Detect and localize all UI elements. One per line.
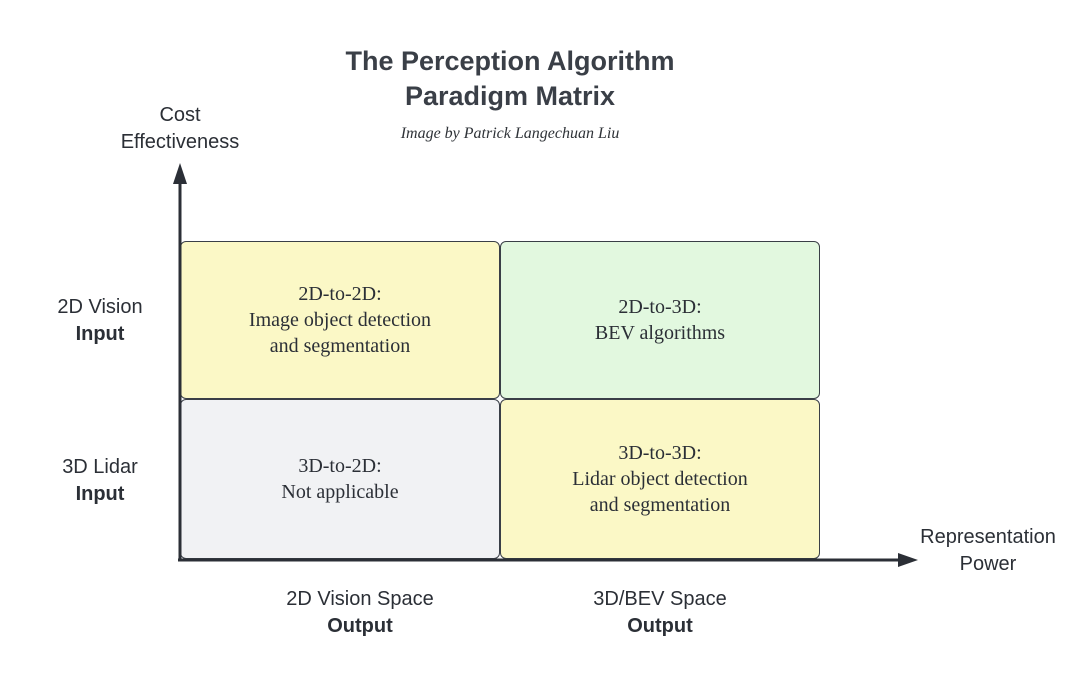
cell-3d-to-3d: 3D-to-3D: Lidar object detection and seg… <box>500 399 820 559</box>
column-label-text: 2D Vision Space <box>286 588 434 610</box>
row-label-2d-vision-input: 2D Vision Input <box>30 294 170 348</box>
column-label-3d-bev-output: 3D/BEV Space Output <box>540 586 780 640</box>
y-axis-label-line-1: Cost <box>159 104 201 126</box>
cell-line: and segmentation <box>589 494 731 516</box>
cell-3d-to-2d: 3D-to-2D: Not applicable <box>180 399 500 559</box>
title-line-1: The Perception Algorithm <box>345 46 675 76</box>
cell-text: 3D-to-3D: Lidar object detection and seg… <box>572 440 747 518</box>
cell-2d-to-3d: 2D-to-3D: BEV algorithms <box>500 241 820 399</box>
x-axis-label: Representation Power <box>898 524 1078 578</box>
cell-text: 2D-to-3D: BEV algorithms <box>595 294 725 346</box>
row-label-3d-lidar-input: 3D Lidar Input <box>30 454 170 508</box>
y-axis-label: Cost Effectiveness <box>100 102 260 156</box>
cell-heading: 2D-to-2D: <box>298 283 382 305</box>
x-axis-label-line-1: Representation <box>920 526 1056 548</box>
column-label-subtext: Output <box>327 615 393 637</box>
cell-line: BEV algorithms <box>594 322 726 344</box>
row-label-subtext: Input <box>75 323 125 345</box>
row-label-subtext: Input <box>75 483 125 505</box>
cell-heading: 2D-to-3D: <box>618 296 702 318</box>
cell-text: 2D-to-2D: Image object detection and seg… <box>249 281 431 359</box>
cell-line: and segmentation <box>269 335 411 357</box>
column-label-text: 3D/BEV Space <box>593 588 727 610</box>
cell-heading: 3D-to-2D: <box>298 455 382 477</box>
cell-line: Not applicable <box>281 481 399 503</box>
column-label-subtext: Output <box>627 615 693 637</box>
row-label-text: 3D Lidar <box>62 456 138 478</box>
column-label-2d-vision-output: 2D Vision Space Output <box>240 586 480 640</box>
cell-heading: 3D-to-3D: <box>618 442 702 464</box>
cell-line: Image object detection <box>248 309 432 331</box>
image-credit: Image by Patrick Langechuan Liu <box>400 125 620 142</box>
y-axis-label-line-2: Effectiveness <box>120 131 240 153</box>
diagram-title: The Perception Algorithm Paradigm Matrix <box>260 44 760 114</box>
row-label-text: 2D Vision <box>57 296 143 318</box>
x-axis-label-line-2: Power <box>959 553 1017 575</box>
x-axis-arrowhead-icon <box>898 553 918 567</box>
y-axis-arrowhead-icon <box>173 163 187 184</box>
cell-2d-to-2d: 2D-to-2D: Image object detection and seg… <box>180 241 500 399</box>
cell-text: 3D-to-2D: Not applicable <box>281 453 398 505</box>
title-line-2: Paradigm Matrix <box>404 81 616 111</box>
cell-line: Lidar object detection <box>572 468 748 490</box>
